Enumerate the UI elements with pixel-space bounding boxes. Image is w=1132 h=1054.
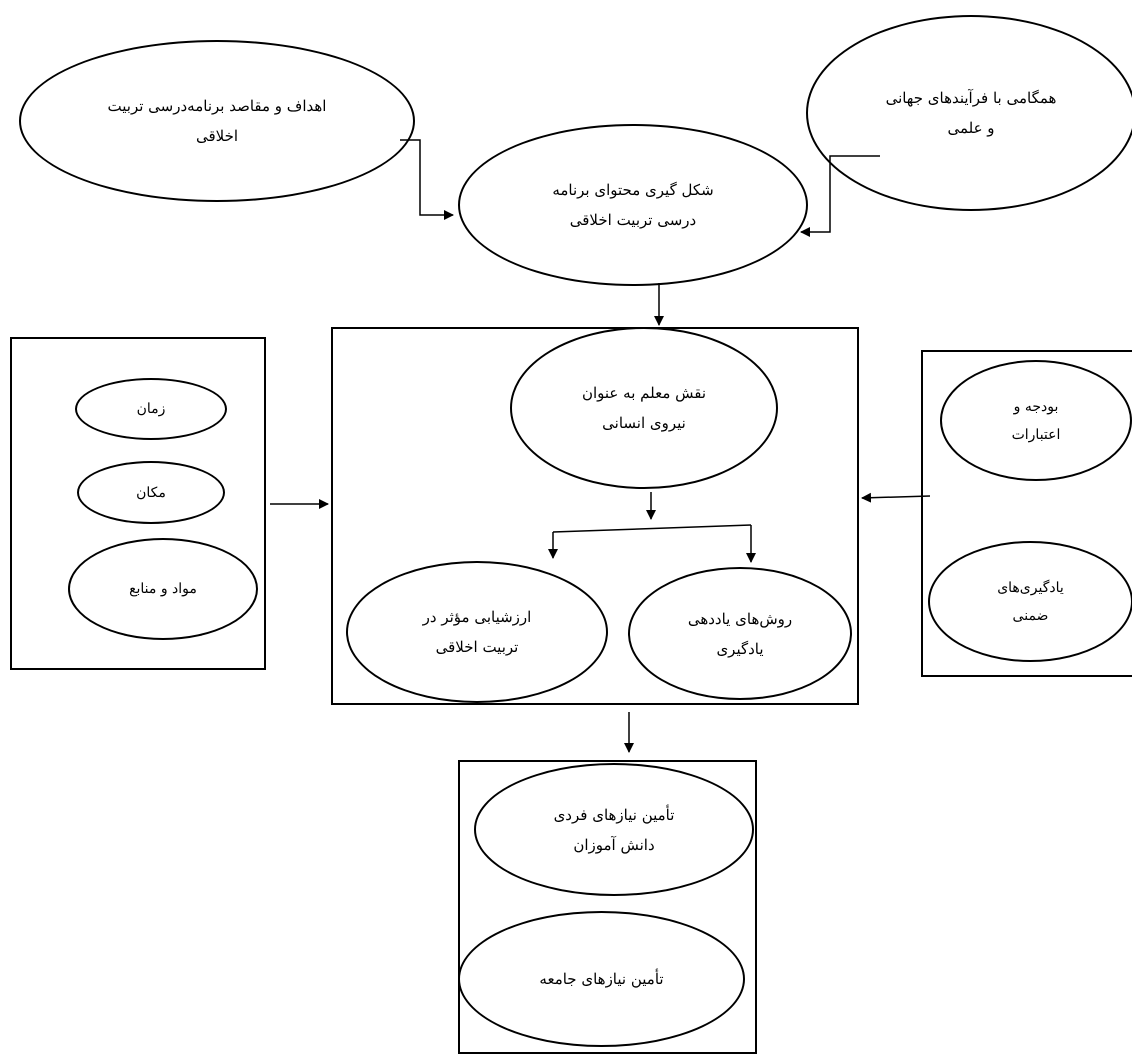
society-needs-node: تأمین نیازهای جامعه	[458, 911, 745, 1047]
methods-label: روش‌های یاددهی یادگیری	[687, 609, 793, 658]
student-needs-node: تأمین نیازهای فردی دانش آموزان	[474, 763, 754, 896]
budget-node: بودجه و اعتبارات	[940, 360, 1132, 481]
arrow-right-to-center	[861, 492, 931, 503]
society-needs-label: تأمین نیازهای جامعه	[539, 970, 664, 988]
materials-node: مواد و منابع	[68, 538, 258, 640]
student-needs-label: تأمین نیازهای فردی دانش آموزان	[553, 805, 675, 854]
time-label: زمان	[136, 401, 166, 417]
evaluation-node: ارزشیابی مؤثر در تربیت اخلاقی	[346, 561, 608, 703]
place-node: مکان	[77, 461, 225, 524]
evaluation-label: ارزشیابی مؤثر در تربیت اخلاقی	[422, 608, 532, 656]
arrow-goals-to-content	[400, 139, 454, 220]
teacher-label: نقش معلم به عنوان نیروی انسانی	[581, 384, 707, 432]
goals-node: اهداف و مقاصد برنامه‌درسی تربیت اخلاقی	[19, 40, 415, 202]
center-process-box	[331, 327, 859, 705]
implicit-learning-label: یادگیری‌های ضمنی	[997, 579, 1064, 624]
left-resources-box	[10, 337, 266, 670]
right-resources-box	[921, 350, 1132, 677]
branch-bar	[552, 524, 752, 533]
implicit-learning-node: یادگیری‌های ضمنی	[928, 541, 1132, 662]
teacher-node: نقش معلم به عنوان نیروی انسانی	[510, 327, 778, 489]
global-node: همگامی با فرآیندهای جهانی و علمی	[806, 15, 1132, 211]
global-label: همگامی با فرآیندهای جهانی و علمی	[885, 89, 1057, 137]
goals-label: اهداف و مقاصد برنامه‌درسی تربیت اخلاقی	[107, 97, 327, 145]
place-label: مکان	[136, 484, 166, 501]
time-node: زمان	[75, 378, 227, 440]
content-node: شکل گیری محتوای برنامه درسی تربیت اخلاقی	[458, 124, 808, 286]
outcomes-box	[458, 760, 757, 1054]
budget-label: بودجه و اعتبارات	[1011, 398, 1061, 443]
methods-node: روش‌های یاددهی یادگیری	[628, 567, 852, 700]
content-label: شکل گیری محتوای برنامه درسی تربیت اخلاقی	[552, 181, 714, 229]
materials-label: مواد و منابع	[129, 581, 197, 597]
